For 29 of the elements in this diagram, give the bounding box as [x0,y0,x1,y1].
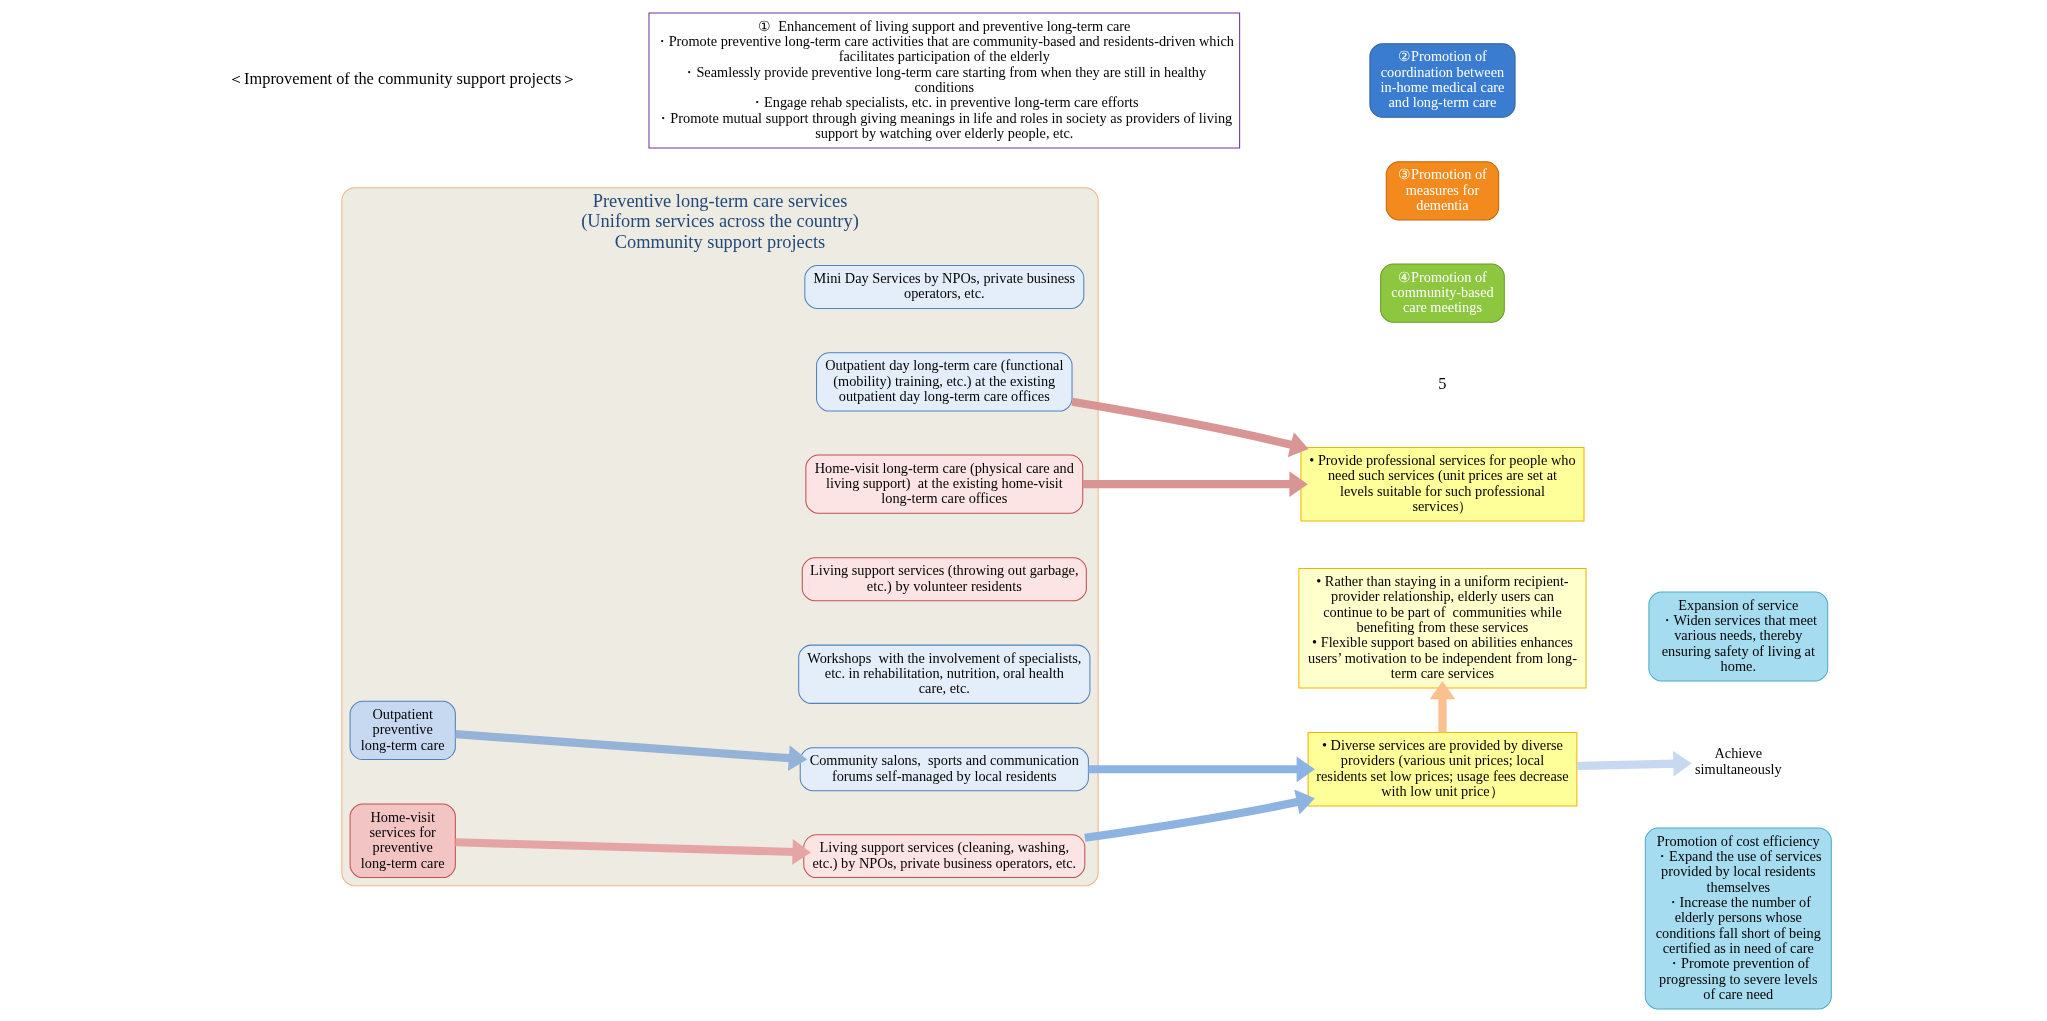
arrow [1082,470,1308,497]
node-box: • Rather than staying in a uniform recipient-provider relationship, elderly users can continue to be part of communities while benefiting from these services • Flexible support based on abilities enhances users’ motivation to be independent from long-term care services [1298,567,1587,689]
arrow [1071,397,1309,457]
node-box: ②Promotion of coordination between in-home medical care and long-term care [1369,42,1516,118]
node-box: Home-visit long-term care (physical care and living support) at the existing home-visit long-term care offices [805,454,1084,514]
node-box: Mini Day Services by NPOs, private business operators, etc. [804,264,1085,309]
node-box: • Provide professional services for people who need such services (unit prices are set at levels suitable for such professional services） [1300,446,1585,521]
node-box: Expansion of service ・Widen services that meet various needs, thereby ensuring safety of living at home. [1648,590,1829,681]
label: 5 [1438,373,1447,393]
arrow [455,837,811,865]
node-box: Living support services (throwing out garbage, etc.) by volunteer residents [801,556,1087,601]
node-box: Promotion of cost efficiency ・Expand the use of services provided by local residents themselves ・Increase the number of elderly persons whose conditions fall short of being certified as in need of care ・Promote prevention of progressing to severe levels of care need [1644,827,1832,1009]
node-text: Achieve simultaneously [1695,744,1782,777]
node-box: ① Enhancement of living support and preventive long-term care ・Promote preventive long-term care activities that are community-based and residents-driven which facilitates participation of the elderly ・Seamlessly provide preventive long-term care starting from when they are still in healthy conditions ・Engage rehab specialists, etc. in preventive long-term care efforts ・Promote mutual support through giving meanings in life and roles in society as providers of living support by watching over elderly people, etc. [648,12,1241,148]
node-box: Community salons, sports and communication forums self-managed by local residents [799,746,1089,791]
node-box: Outpatient day long-term care (functional (mobility) training, etc.) at the existing outpatient day long-term care offices [816,351,1073,412]
arrow [1429,680,1456,732]
node-box: Workshops with the involvement of specialists, etc. in rehabilitation, nutrition, oral health care, etc. [798,644,1091,704]
arrow [1576,750,1692,777]
node-box: Outpatient preventive long-term care [349,700,456,760]
node-box: • Diverse services are provided by diverse providers (various unit prices; local residents set low prices; usage fees decrease with low unit price） [1307,731,1578,807]
arrow [1088,755,1315,782]
arrow [455,729,808,771]
node-box: Living support services (cleaning, washing, etc.) by NPOs, private business operators, etc. [803,833,1086,878]
arrow [1084,788,1315,842]
node-box: Home-visit services for preventive long-term care [349,803,456,878]
node-box: ④Promotion of community-based care meetings [1380,262,1505,323]
label: ＜Improvement of the community support projects＞ [228,68,578,88]
node-box: ③Promotion of measures for dementia [1385,160,1500,221]
